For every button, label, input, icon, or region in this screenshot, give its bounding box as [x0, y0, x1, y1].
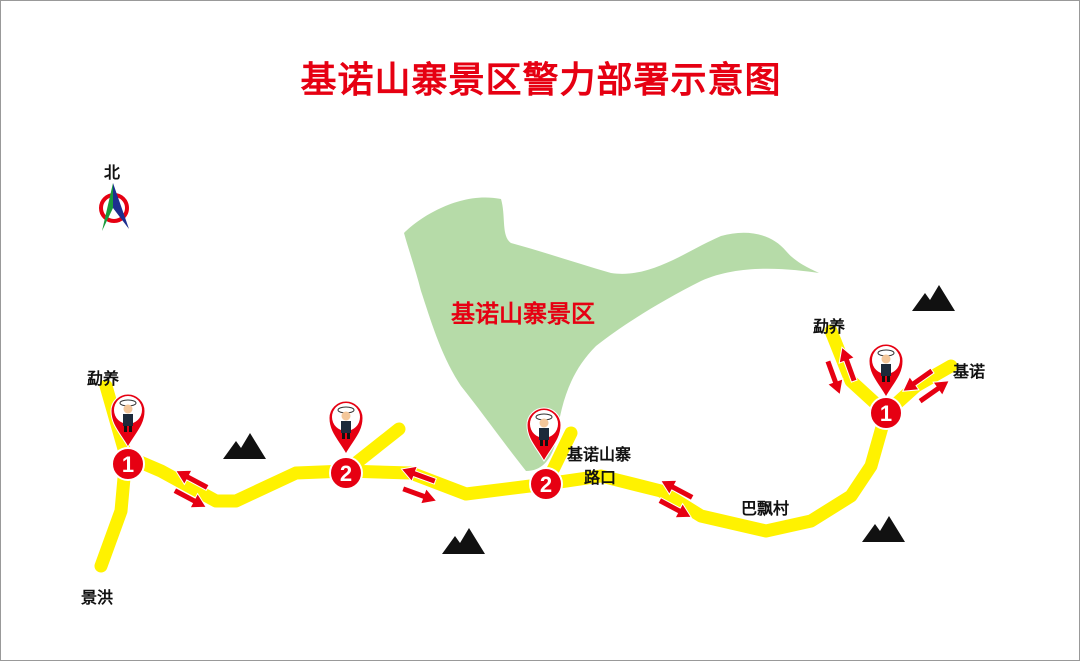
traffic-direction-arrow-icon: [824, 346, 858, 396]
post-number-badge: [529, 467, 563, 501]
post-number-badge: [869, 396, 903, 430]
police-officer-pin-icon: [526, 407, 562, 463]
police-officer-pin-icon: [868, 343, 904, 399]
traffic-direction-arrow-icon: [400, 465, 438, 505]
place-mengyang-east: 勐养: [813, 317, 846, 336]
place-bapiao: 巴飘村: [741, 499, 790, 518]
place-gate-line1: 基诺山寨: [567, 445, 632, 464]
compass-label: 北: [104, 163, 121, 182]
post-1-west[interactable]: 1: [110, 393, 146, 481]
police-officer-pin-icon: [110, 393, 146, 449]
main-road: [99, 379, 893, 538]
traffic-direction-arrow-icon: [901, 367, 951, 405]
place-jinuo: 基诺: [953, 362, 986, 381]
place-jinghong: 景洪: [81, 588, 114, 607]
mountain-icon: [912, 285, 955, 311]
north-arrow-icon: [99, 183, 129, 231]
mountain-icon: [223, 433, 266, 459]
traffic-direction-arrow-icon: [172, 469, 210, 509]
post-1-east[interactable]: 1: [868, 343, 904, 430]
scenic-area-label: 基诺山寨景区: [451, 300, 595, 328]
post-number-badge: [329, 456, 363, 490]
post-number-badge: [111, 447, 145, 481]
post-2-west[interactable]: 2: [328, 400, 364, 490]
scenic-area-region[interactable]: [404, 197, 819, 471]
police-officer-pin-icon: [328, 400, 364, 456]
traffic-direction-arrow-icon: [657, 479, 695, 519]
post-number: 1: [880, 401, 892, 426]
post-number: 2: [340, 461, 352, 486]
post-number: 1: [122, 452, 134, 477]
mountain-icon: [862, 516, 905, 542]
place-gate-line2: 路口: [584, 468, 617, 487]
mountain-icon: [442, 528, 485, 554]
page-title: 基诺山寨景区警力部署示意图: [300, 60, 782, 101]
place-mengyang-west: 勐养: [87, 369, 120, 388]
post-number: 2: [540, 472, 552, 497]
post-2-gate[interactable]: 2: [526, 407, 563, 501]
